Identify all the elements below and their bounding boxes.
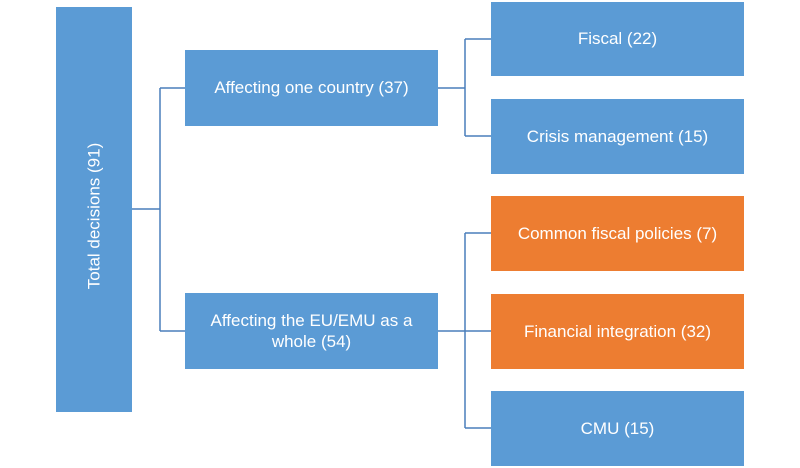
node-fiscal: Fiscal (22) bbox=[491, 2, 744, 76]
node-common-fiscal-policies: Common fiscal policies (7) bbox=[491, 196, 744, 271]
node-crisis-management: Crisis management (15) bbox=[491, 99, 744, 174]
connector-one-country-to-children bbox=[438, 38, 491, 137]
node-affecting-one-country: Affecting one country (37) bbox=[185, 50, 438, 126]
node-cmu: CMU (15) bbox=[491, 391, 744, 466]
node-affecting-eu-emu: Affecting the EU/EMU as a whole (54) bbox=[185, 293, 438, 369]
node-financial-integration: Financial integration (32) bbox=[491, 294, 744, 369]
node-total-decisions: Total decisions (91) bbox=[56, 7, 132, 412]
connector-eu-to-children bbox=[438, 232, 491, 429]
node-total-decisions-label: Total decisions (91) bbox=[84, 142, 104, 290]
connector-root-to-level1 bbox=[132, 87, 185, 332]
